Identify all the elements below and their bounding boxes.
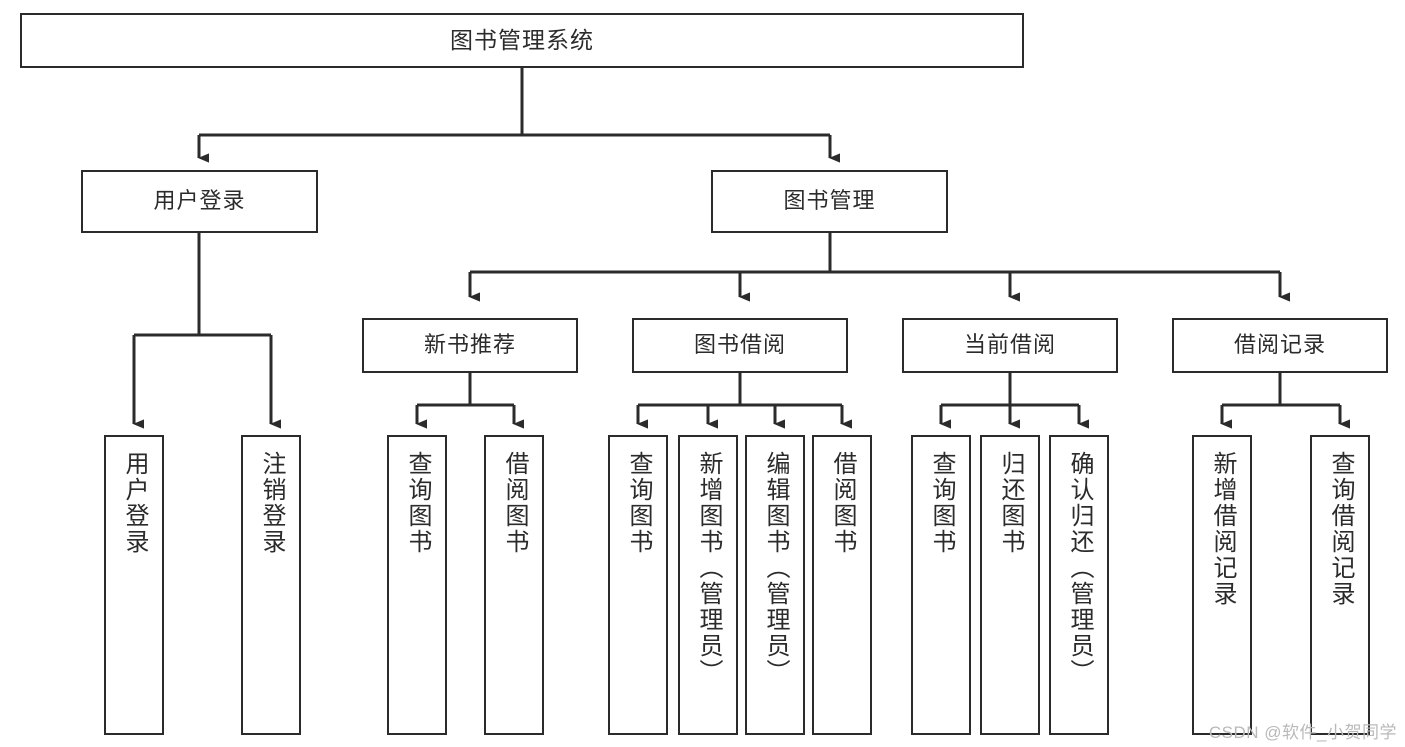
node-label: 新增借阅记录 [1208,451,1236,607]
node-borrow-record[interactable]: 借阅记录 [1172,318,1388,373]
node-label: 图书借阅 [693,332,786,358]
node-label: 当前借阅 [963,332,1056,358]
node-label: 图书管理 [783,188,876,214]
node-new-book-recommend[interactable]: 新书推荐 [362,318,578,373]
node-label: 用户登录 [153,188,246,214]
node-label: 确认归还（管理员） [1065,451,1093,685]
node-label: 新增图书（管理员） [694,451,722,685]
node-label: 借阅图书 [500,451,528,555]
node-label: 查询图书 [624,451,652,555]
node-current-borrow[interactable]: 当前借阅 [902,318,1118,373]
node-label: 借阅图书 [828,451,856,555]
node-label: 归还图书 [996,451,1024,555]
node-label: 图书管理系统 [450,26,594,53]
node-leaf-edit-book-admin[interactable]: 编辑图书（管理员） [745,435,805,735]
node-leaf-borrow-book-recommend[interactable]: 借阅图书 [484,435,544,735]
node-leaf-add-borrow-record[interactable]: 新增借阅记录 [1192,435,1252,735]
node-label: 注销登录 [257,451,285,555]
node-label: 查询图书 [927,451,955,555]
node-user-login[interactable]: 用户登录 [81,170,318,233]
node-leaf-logout[interactable]: 注销登录 [241,435,301,735]
node-leaf-confirm-return-admin[interactable]: 确认归还（管理员） [1049,435,1109,735]
node-leaf-query-book-current[interactable]: 查询图书 [911,435,971,735]
node-label: 编辑图书（管理员） [761,451,789,685]
node-root-book-management-system[interactable]: 图书管理系统 [20,13,1024,68]
node-book-management[interactable]: 图书管理 [711,170,948,233]
node-leaf-add-book-admin[interactable]: 新增图书（管理员） [678,435,738,735]
node-leaf-query-book-recommend[interactable]: 查询图书 [387,435,447,735]
node-label: 用户登录 [120,451,148,555]
node-label: 查询借阅记录 [1326,451,1354,607]
node-label: 查询图书 [403,451,431,555]
node-book-borrow[interactable]: 图书借阅 [632,318,848,373]
node-label: 借阅记录 [1233,332,1326,358]
node-label: 新书推荐 [423,332,516,358]
csdn-watermark: CSDN @软件_小贺同学 [1208,723,1397,742]
node-leaf-user-login[interactable]: 用户登录 [104,435,164,735]
node-leaf-return-book[interactable]: 归还图书 [980,435,1040,735]
node-leaf-query-borrow-record[interactable]: 查询借阅记录 [1310,435,1370,735]
node-leaf-borrow-book[interactable]: 借阅图书 [812,435,872,735]
node-leaf-query-book-borrow[interactable]: 查询图书 [608,435,668,735]
